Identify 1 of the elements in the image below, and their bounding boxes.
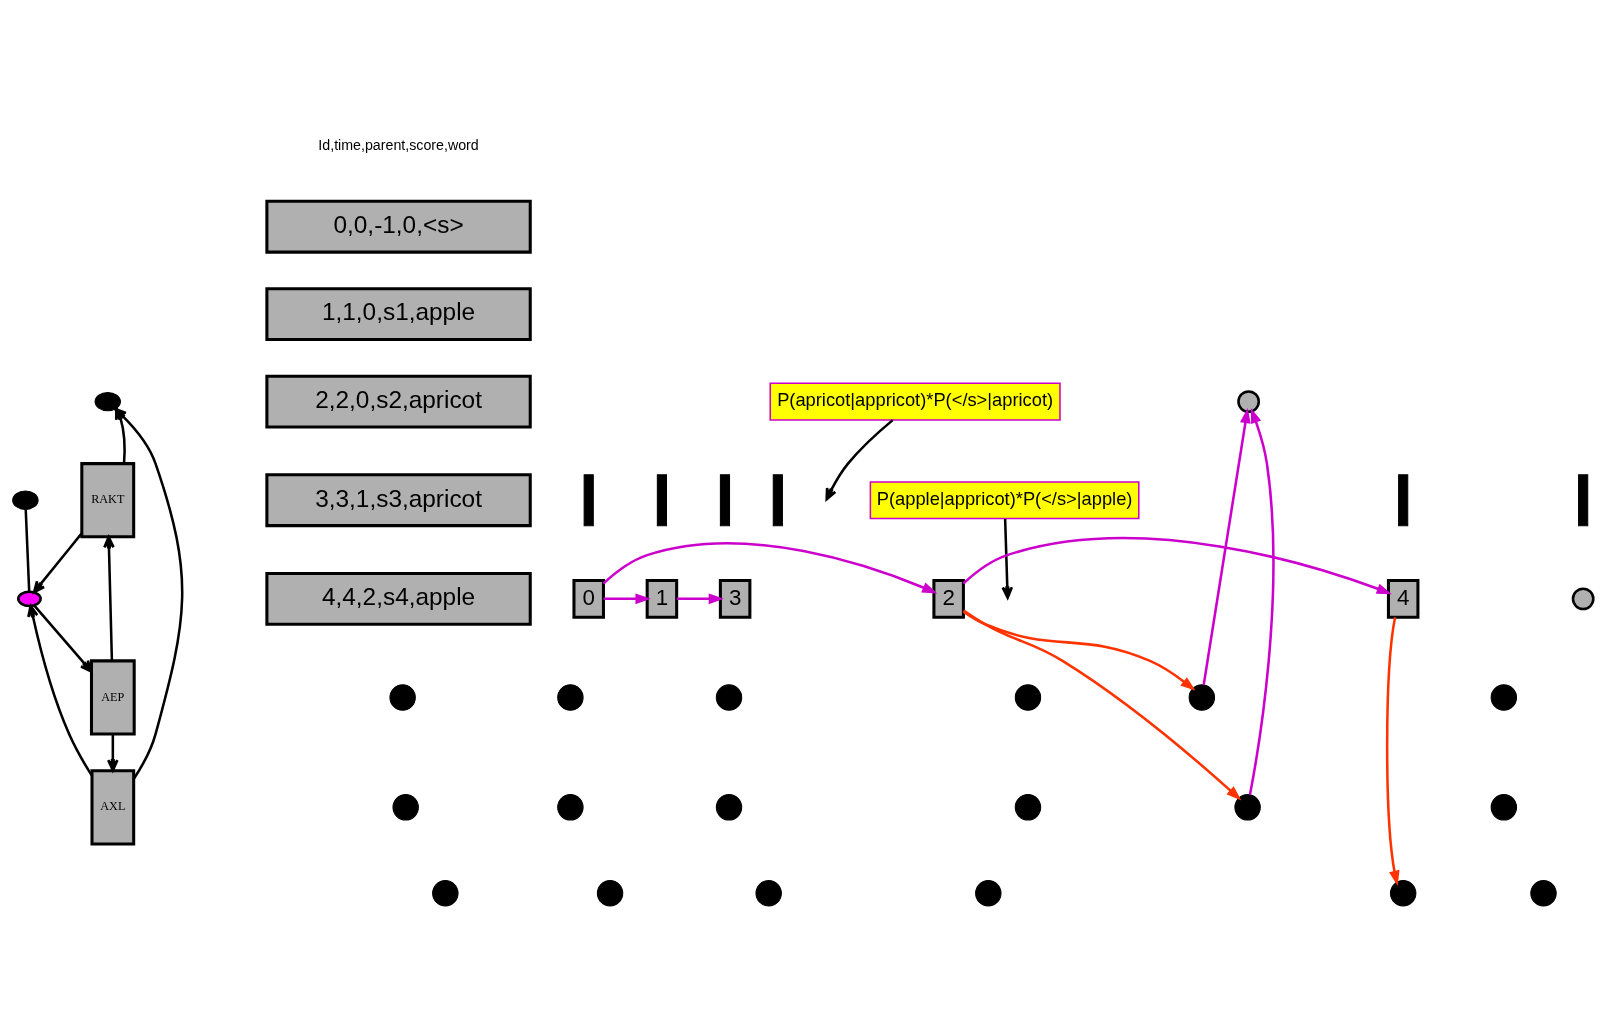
label: Id,time,parent,score,word: [318, 136, 479, 153]
